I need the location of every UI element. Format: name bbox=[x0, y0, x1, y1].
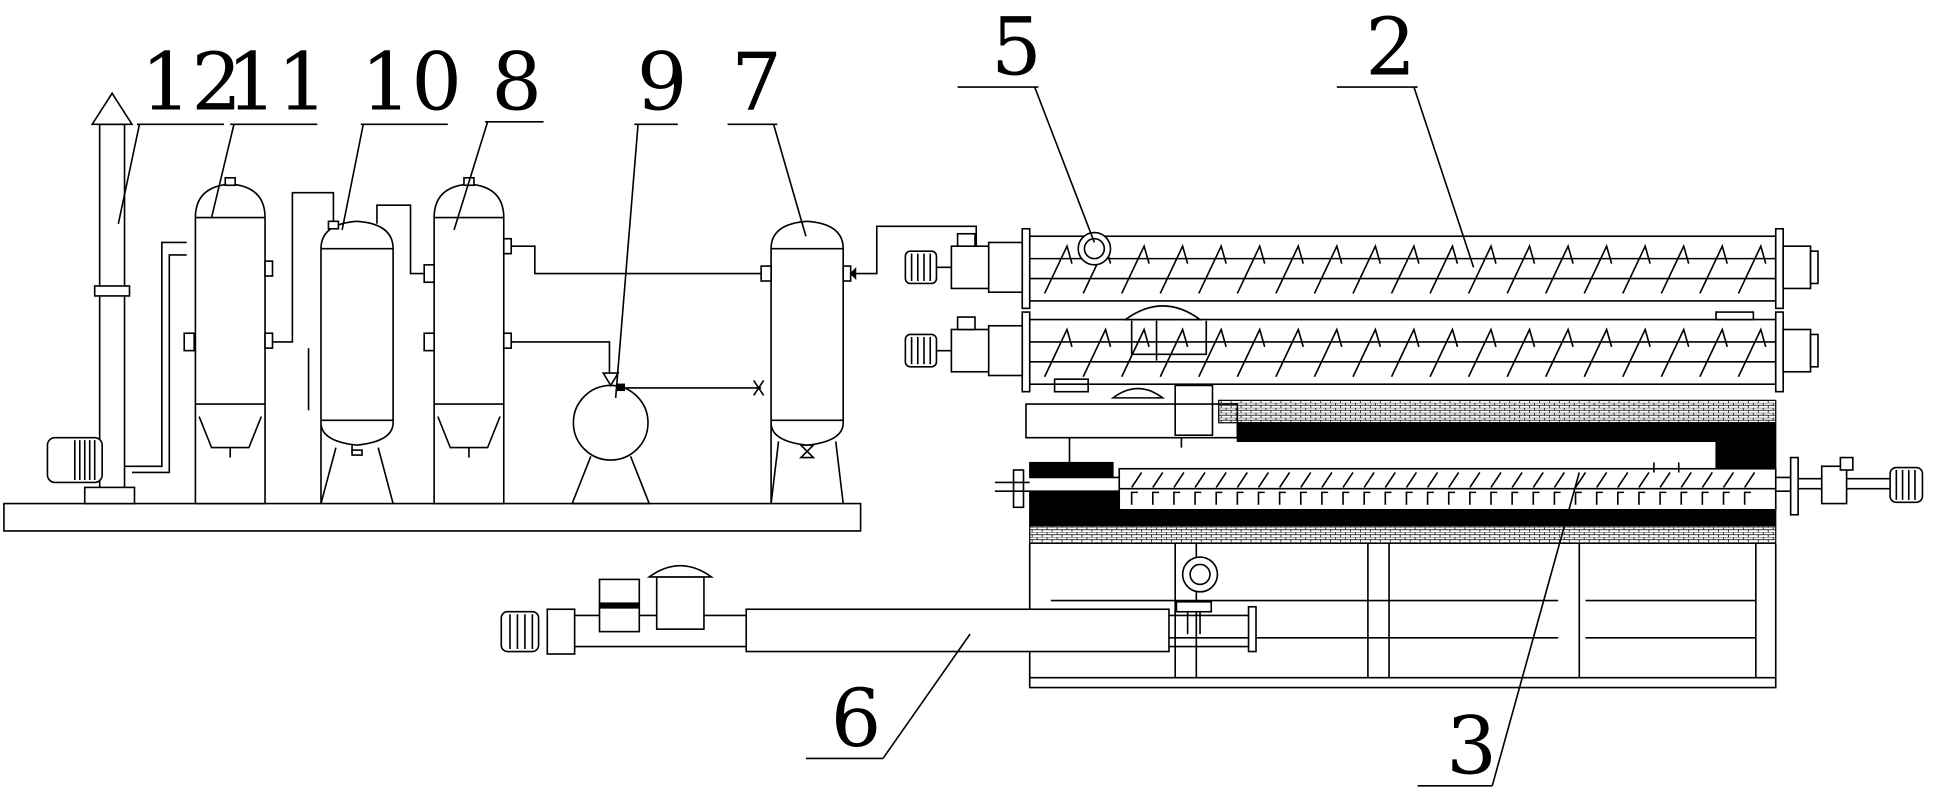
label-6: 6 bbox=[831, 672, 882, 765]
tank-8 bbox=[423, 176, 762, 505]
transfer-hopper bbox=[1122, 305, 1208, 361]
label-5: 5 bbox=[991, 1, 1042, 94]
pyrolysis-furnace-3 bbox=[994, 378, 1924, 544]
label-12: 12 bbox=[141, 35, 242, 128]
label-10: 10 bbox=[361, 35, 462, 128]
gas-outlet-5 bbox=[1077, 231, 1112, 266]
tank-11 bbox=[183, 176, 335, 505]
label-2: 2 bbox=[1365, 1, 1416, 94]
discharge-conveyor-6 bbox=[500, 565, 1257, 655]
leader-lines bbox=[117, 86, 1581, 787]
label-3: 3 bbox=[1446, 699, 1497, 792]
tank-7 bbox=[760, 220, 978, 504]
screw-conveyor-2 bbox=[904, 227, 1819, 393]
vessel-9 bbox=[570, 372, 765, 505]
screw-conveyor bbox=[904, 311, 1819, 393]
label-8: 8 bbox=[491, 35, 542, 128]
screw-conveyor bbox=[904, 227, 1819, 310]
tank-10 bbox=[307, 204, 430, 504]
chimney bbox=[83, 91, 136, 505]
label-11: 11 bbox=[226, 35, 327, 128]
fan-motor bbox=[46, 241, 187, 484]
base-platform bbox=[3, 502, 862, 532]
label-9: 9 bbox=[637, 35, 688, 128]
label-7: 7 bbox=[731, 35, 782, 128]
